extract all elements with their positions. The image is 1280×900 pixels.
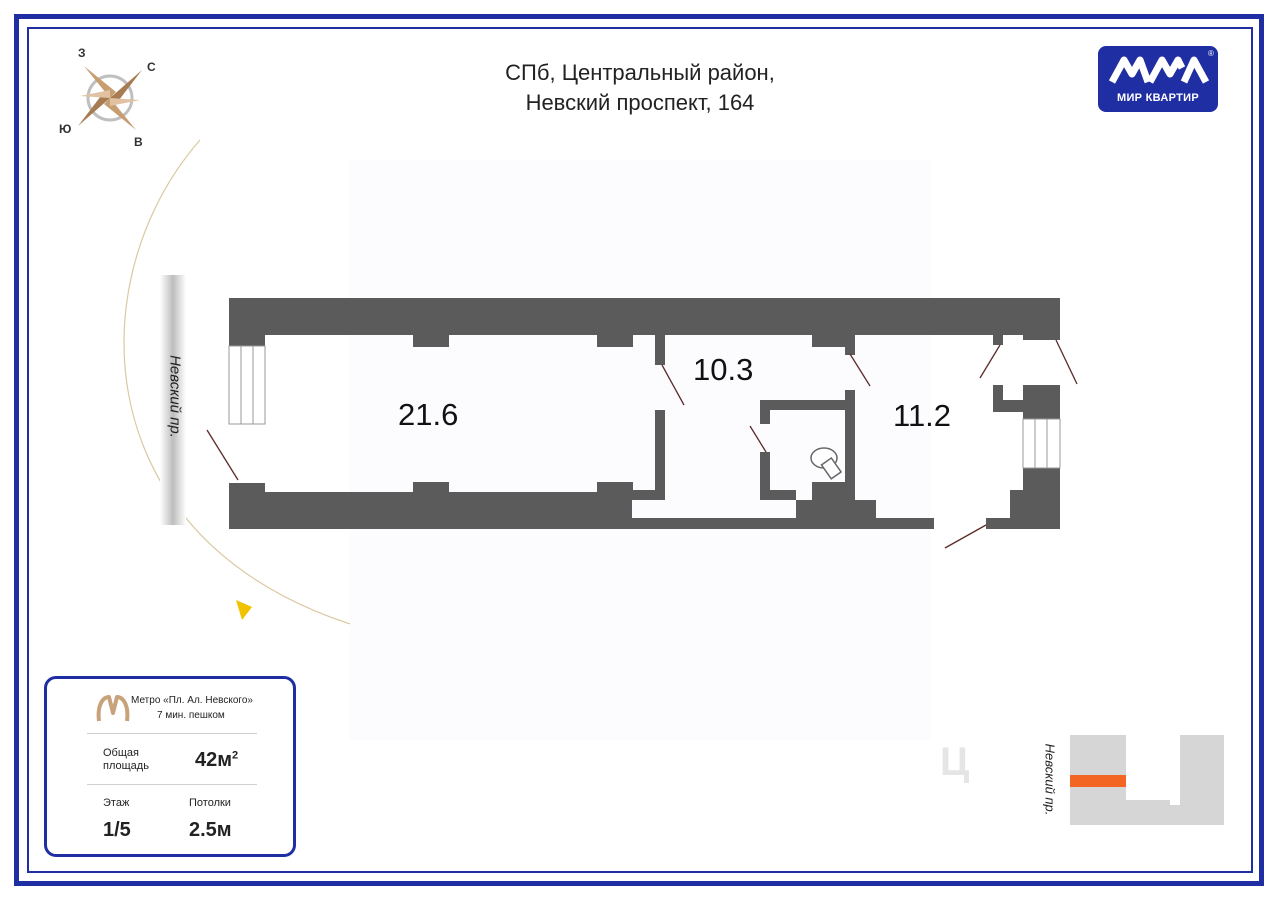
- toilet-icon: [810, 447, 843, 480]
- ceiling-label: Потолки: [189, 797, 231, 809]
- address-line-2: Невский проспект, 164: [525, 90, 755, 115]
- ceiling-value: 2.5м: [189, 819, 232, 841]
- door-swings: [206, 339, 1078, 549]
- inner-frame: [27, 27, 1253, 873]
- compass-west-label: З: [78, 46, 86, 60]
- total-area-label-1: Общая: [103, 747, 139, 759]
- street-label-right: Невский пр.: [1042, 743, 1058, 816]
- floor-value: 1/5: [103, 819, 131, 841]
- divider: [87, 784, 257, 785]
- metro-icon: [96, 695, 130, 722]
- sun-path-arc: [123, 139, 491, 651]
- total-area-value: 42м2: [195, 749, 239, 771]
- logo-mark-icon: ®: [1108, 49, 1214, 84]
- street-bar: [160, 275, 186, 525]
- arrow-icon: [236, 600, 252, 620]
- room-area-1: 21.6: [398, 397, 459, 432]
- walls: [229, 298, 1060, 529]
- building-footprint: [350, 160, 930, 740]
- address-line-1: СПб, Центральный район,: [505, 60, 775, 85]
- room-area-2: 10.3: [693, 352, 754, 387]
- metro-walk-time: 7 мин. пешком: [157, 710, 225, 721]
- info-card: Метро «Пл. Ал. Невского» 7 мин. пешком О…: [44, 676, 296, 857]
- metro-station: Метро «Пл. Ал. Невского»: [131, 695, 253, 706]
- total-area-label-2: площадь: [103, 760, 149, 772]
- logo: ® МИР КВАРТИР: [1098, 46, 1218, 112]
- compass-east-label: В: [134, 135, 143, 149]
- divider: [87, 733, 257, 734]
- stairs: [228, 345, 1061, 469]
- floor-label: Этаж: [103, 797, 130, 809]
- outer-frame: [14, 14, 1264, 886]
- compass-north-label: С: [147, 60, 156, 74]
- room-area-3: 11.2: [893, 398, 952, 433]
- logo-text: МИР КВАРТИР: [1117, 92, 1199, 104]
- site-map: [1070, 735, 1224, 825]
- watermark: Ц: [940, 740, 970, 784]
- compass-south-label: Ю: [59, 122, 72, 136]
- site-map-highlight: [1070, 775, 1126, 787]
- compass-rose-icon: [78, 66, 142, 130]
- registered-mark: ®: [1208, 49, 1214, 58]
